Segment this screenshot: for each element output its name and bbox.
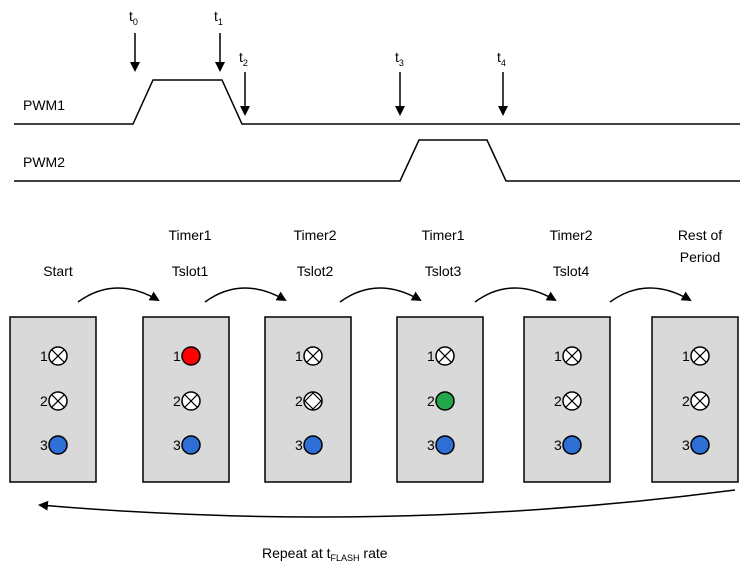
panel-3-slot: Tslot2: [297, 263, 334, 279]
led-number: 1: [554, 348, 562, 364]
panel-5-timer: Timer2: [549, 227, 592, 243]
panel-4-timer: Timer1: [421, 227, 464, 243]
led-blue: [562, 435, 582, 455]
panel-1-slot: Start: [43, 263, 73, 279]
led-panel: 1 2 3: [9, 316, 97, 483]
led-off-x-rot: [181, 391, 201, 411]
led-green: [435, 391, 455, 411]
led-number: 3: [173, 437, 181, 453]
marker-t4: t4: [497, 49, 506, 68]
panel-headings: Start Timer1 Tslot1 Timer2 Tslot2 Timer1…: [43, 227, 722, 279]
led-number: 2: [173, 393, 181, 409]
led-number: 2: [682, 393, 690, 409]
led-blue: [435, 435, 455, 455]
led-off-x-rot: [690, 346, 710, 366]
panel-6-slot: Period: [680, 249, 720, 265]
led-panel: 1 2 3: [142, 316, 230, 483]
time-marker-arrows: [130, 33, 508, 116]
led-number: 1: [427, 348, 435, 364]
led-off-x: [562, 391, 582, 411]
led-number: 1: [295, 348, 303, 364]
pwm1-label: PWM1: [23, 97, 65, 113]
led-off-x-rot: [435, 346, 455, 366]
led-off-x: [48, 391, 68, 411]
led-number: 3: [40, 437, 48, 453]
led-number: 2: [295, 393, 303, 409]
led-panel: 1 2 3: [396, 316, 484, 483]
repeat-arrow: [38, 489, 736, 518]
led-panel: 1 2 3: [264, 316, 352, 483]
led-blue: [48, 435, 68, 455]
led-panel: 1 2 3: [523, 316, 611, 483]
led-number: 3: [295, 437, 303, 453]
led-red: [181, 346, 201, 366]
led-number: 3: [682, 437, 690, 453]
led-number: 1: [40, 348, 48, 364]
led-off-x-rot: [690, 391, 710, 411]
led-number: 3: [427, 437, 435, 453]
led-off-x: [48, 346, 68, 366]
pwm1-waveform: [14, 79, 740, 125]
marker-t3: t3: [395, 49, 404, 68]
panel-6-timer: Rest of: [678, 227, 722, 243]
led-panel: 1 2 3: [651, 316, 739, 483]
led-number: 2: [40, 393, 48, 409]
panel-2-timer: Timer1: [168, 227, 211, 243]
led-number: 1: [173, 348, 181, 364]
marker-t2: t2: [239, 49, 248, 68]
led-number: 2: [427, 393, 435, 409]
panel-4-slot: Tslot3: [425, 263, 462, 279]
panel-2-slot: Tslot1: [172, 263, 209, 279]
led-number: 3: [554, 437, 562, 453]
pwm2-label: PWM2: [23, 154, 65, 170]
panels-layer: 1 2 3 1 2 3 1 2 3 1 2 3 1 2 3 1 2 3: [9, 316, 739, 483]
led-blue: [181, 435, 201, 455]
pwm2-waveform: [14, 139, 740, 182]
led-off-diamond: [303, 391, 323, 411]
panel-3-timer: Timer2: [293, 227, 336, 243]
led-blue: [690, 435, 710, 455]
repeat-caption: Repeat at tFLASH rate: [262, 545, 388, 563]
led-number: 2: [554, 393, 562, 409]
marker-t0: t0: [129, 8, 138, 27]
marker-t1: t1: [214, 8, 223, 27]
panel-5-slot: Tslot4: [553, 263, 590, 279]
led-off-x: [562, 346, 582, 366]
led-off-x-rot: [303, 346, 323, 366]
led-blue: [303, 435, 323, 455]
led-number: 1: [682, 348, 690, 364]
transition-arrows: [77, 287, 692, 303]
